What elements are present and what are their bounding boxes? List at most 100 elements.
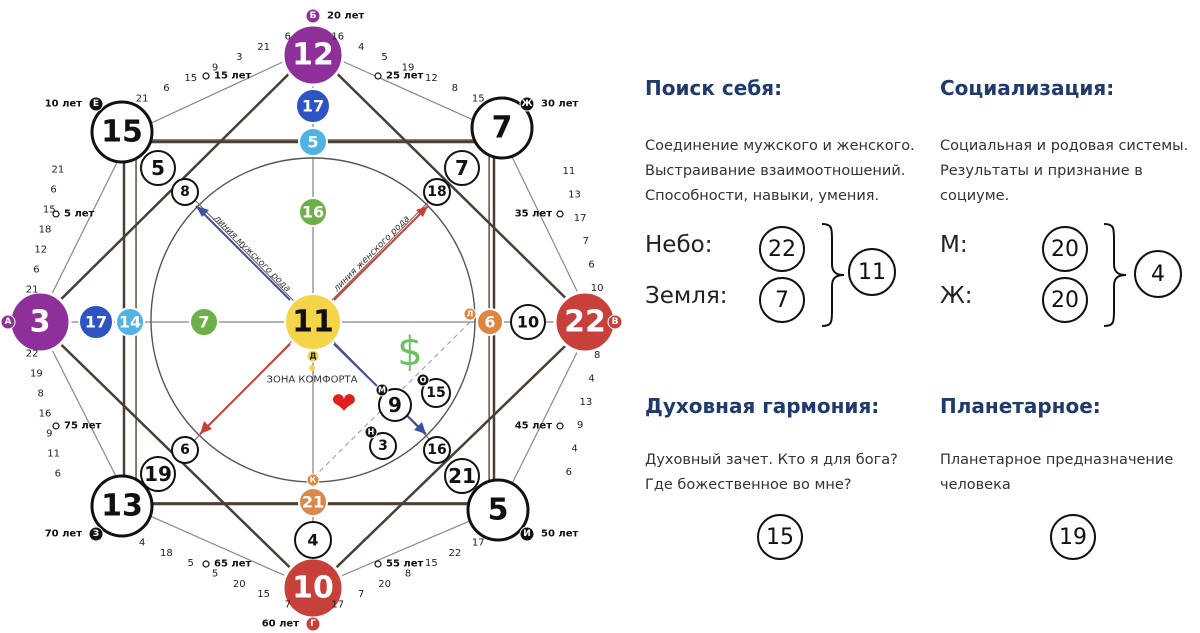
side-number-right_lower: 9 <box>577 420 583 431</box>
comfort-zone-label: ЗОНА КОМФОРТА <box>267 375 358 386</box>
svg-text:10: 10 <box>517 313 539 332</box>
side-number-top_left: 6 <box>285 32 291 43</box>
big-node-B: 3 <box>8 290 72 354</box>
search-brace <box>821 223 845 327</box>
mid-node-m5: 14 <box>115 307 145 337</box>
svg-text:Л: Л <box>467 310 474 319</box>
side-number-bottom_left: 5 <box>188 558 194 569</box>
small-node-s1: 5 <box>140 150 176 186</box>
age-letter-lc: В <box>607 314 623 330</box>
side-number-right_lower: 4 <box>588 374 594 385</box>
svg-text:Д: Д <box>309 352 316 361</box>
small-letter-l: Л <box>463 307 477 321</box>
mid-node-m11: 4 <box>294 521 332 559</box>
heart-icon: ❤ <box>331 387 356 422</box>
side-number-right_lower: 6 <box>566 467 572 478</box>
planetary-line: Планетарное предназначение <box>940 452 1174 468</box>
age-mark-dot <box>556 422 564 430</box>
female-line-label: линия женского рода <box>331 214 412 295</box>
spiritual-value: 15 <box>757 514 803 560</box>
age-label-lb: 30 лет <box>541 99 579 110</box>
age-letter-lf: З <box>88 526 104 542</box>
svg-text:5: 5 <box>488 493 509 528</box>
social-line: социуме. <box>940 188 1010 204</box>
age-mark-a3: 5 лет <box>64 209 95 220</box>
svg-text:22: 22 <box>564 305 606 340</box>
side-number-left_upper: 15 <box>43 205 56 216</box>
side-number-top_right: 19 <box>402 63 415 74</box>
planetary-value: 19 <box>1050 514 1096 560</box>
side-number-right_lower: 13 <box>579 397 592 408</box>
svg-text:М: М <box>378 386 386 395</box>
side-number-left_upper: 21 <box>51 165 64 176</box>
big-node-H: 5 <box>466 478 530 542</box>
svg-text:7: 7 <box>492 111 513 146</box>
svg-text:11: 11 <box>292 305 334 340</box>
side-number-right_lower: 8 <box>594 350 600 361</box>
svg-text:21: 21 <box>448 464 476 488</box>
side-number-bottom_left: 20 <box>233 579 246 590</box>
age-mark-dot <box>52 210 60 218</box>
svg-text:В: В <box>612 317 619 327</box>
age-mark-a2: 25 лет <box>386 71 424 82</box>
side-number-left_upper: 6 <box>50 185 56 196</box>
small-node-s7: 16 <box>423 436 451 464</box>
age-mark-dot <box>374 72 382 80</box>
side-number-top_left: 21 <box>136 93 149 104</box>
male-line-label: линия мужского рода <box>211 213 292 294</box>
spiritual-line: Духовный зачет. Кто я для бога? <box>645 452 898 468</box>
side-number-top_left: 6 <box>163 83 169 94</box>
male-value: 20 <box>1042 226 1088 272</box>
mid-node-m7: 11 <box>284 293 342 351</box>
side-number-bottom_right: 17 <box>472 538 485 549</box>
svg-text:Е: Е <box>93 99 99 109</box>
side-number-left_upper: 21 <box>26 285 39 296</box>
mid-node-m10: 21 <box>298 487 328 517</box>
mid-node-m4: 17 <box>78 304 114 340</box>
small-node-s8: 21 <box>444 458 480 494</box>
side-number-left_upper: 18 <box>39 225 52 236</box>
svg-text:13: 13 <box>101 489 143 524</box>
svg-text:6: 6 <box>484 313 495 332</box>
male-label: М: <box>940 232 968 258</box>
svg-text:16: 16 <box>427 442 446 458</box>
side-number-top_right: 15 <box>472 93 485 104</box>
age-mark-dot <box>202 72 210 80</box>
sky-label: Небо: <box>645 232 713 258</box>
side-number-left_lower: 9 <box>46 429 52 440</box>
mid-node-m3: 16 <box>298 197 328 227</box>
earth-value: 7 <box>759 277 805 323</box>
svg-text:15: 15 <box>426 385 445 401</box>
svg-text:16: 16 <box>302 203 324 222</box>
svg-text:Б: Б <box>310 11 317 21</box>
small-letter-k: К <box>306 473 320 487</box>
small-node-s6: 19 <box>140 456 176 492</box>
small-node-s9: 9 <box>378 388 412 422</box>
side-number-bottom_left: 5 <box>212 569 218 580</box>
svg-text:3: 3 <box>378 438 388 454</box>
side-number-top_right: 5 <box>381 52 387 63</box>
side-number-right_upper: 10 <box>591 283 604 294</box>
social-description: Социальная и родовая системы. Результаты… <box>940 134 1188 209</box>
svg-text:4: 4 <box>307 531 318 550</box>
female-value: 20 <box>1042 277 1088 323</box>
side-number-left_lower: 8 <box>38 389 44 400</box>
age-mark-dot <box>52 422 60 430</box>
svg-text:18: 18 <box>427 184 446 200</box>
side-number-top_left: 21 <box>257 42 270 53</box>
big-node-A: 12 <box>281 23 345 87</box>
svg-text:О: О <box>420 376 427 385</box>
small-letter-m: М <box>375 383 389 397</box>
female-line-arrow <box>333 205 429 301</box>
search-line: Выстраивание взаимоотношений. <box>645 163 906 179</box>
big-node-G: 13 <box>90 474 154 538</box>
age-label-lf: 70 лет <box>45 529 83 540</box>
svg-text:7: 7 <box>198 313 209 332</box>
side-number-left_lower: 16 <box>39 409 52 420</box>
social-brace <box>1103 223 1127 327</box>
planetary-line: человека <box>940 477 1011 493</box>
side-number-right_upper: 6 <box>588 260 594 271</box>
small-node-s3: 7 <box>444 150 480 186</box>
svg-text:10: 10 <box>292 571 334 606</box>
